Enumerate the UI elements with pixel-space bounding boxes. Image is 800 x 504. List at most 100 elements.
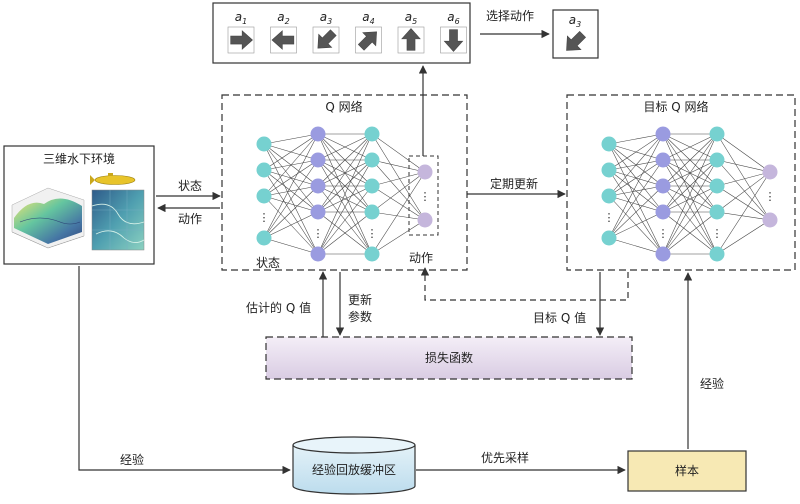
network-edge — [317, 185, 373, 213]
target-q-label: 目标 Q 值 — [533, 310, 586, 325]
network-edge — [608, 133, 664, 197]
action-symbol: a5 — [405, 10, 417, 26]
target-network-graph: ⋮⋮⋮⋮ — [601, 126, 778, 262]
network-edge — [371, 171, 426, 213]
network-edge — [263, 133, 319, 197]
q-network-graph: ⋮⋮⋮⋮ — [256, 126, 433, 262]
terrain-surface-plot — [11, 187, 85, 249]
arrow-left-icon — [271, 30, 295, 50]
network-edge — [608, 159, 664, 239]
network-edge — [371, 171, 426, 187]
network-edge — [263, 185, 319, 239]
network-edge — [716, 171, 771, 255]
action-symbol: a1 — [235, 10, 247, 26]
network-edge — [371, 133, 426, 173]
action-item: a6 — [440, 10, 467, 54]
estimated-q-label: 估计的 Q 值 — [246, 300, 311, 315]
network-edge — [263, 195, 319, 213]
network-edge — [716, 133, 771, 173]
network-edge — [263, 133, 319, 145]
hidden-node — [709, 204, 725, 220]
action-item: a4 — [355, 10, 382, 54]
network-edge — [716, 171, 771, 213]
hidden-node — [364, 204, 380, 220]
network-edge — [317, 211, 373, 255]
network-edge — [716, 159, 771, 221]
network-edge — [317, 159, 373, 213]
network-edge — [371, 219, 426, 255]
q-network-panel: Q 网络 状态 动作 — [221, 94, 468, 271]
ellipsis-dots: ⋮ — [712, 227, 723, 240]
network-edge — [263, 133, 319, 239]
experience-left-label: 经验 — [120, 452, 144, 467]
hidden-node — [310, 152, 326, 168]
action-edge-label: 动作 — [178, 212, 202, 226]
network-edge — [716, 211, 771, 221]
arrow-up-icon — [401, 28, 421, 51]
network-edge — [317, 133, 373, 255]
ellipsis-dots: ⋮ — [420, 190, 431, 203]
selected-action: a3 — [566, 13, 587, 51]
auv-icon — [90, 173, 136, 185]
hidden-node — [655, 126, 671, 142]
network-edge — [716, 171, 771, 187]
ellipsis-dots: ⋮ — [658, 227, 669, 240]
hidden-node — [709, 246, 725, 262]
q-network-state-label: 状态 — [256, 256, 280, 270]
network-edge — [317, 185, 373, 255]
network-edge — [662, 133, 718, 255]
environment-title: 三维水下环境 — [43, 151, 115, 166]
replay-buffer-label: 经验回放缓冲区 — [312, 462, 396, 477]
terrain-map-plot — [91, 189, 145, 251]
action-item: a5 — [397, 10, 425, 54]
hidden-node — [310, 204, 326, 220]
arrow-down-left-icon — [317, 29, 337, 49]
network-edges — [263, 133, 426, 255]
priority-sampling-label: 优先采样 — [481, 450, 529, 465]
network-edge — [317, 133, 373, 187]
network-edge — [371, 185, 426, 221]
network-edge — [263, 159, 319, 197]
network-edge — [317, 159, 373, 255]
experience-to-buffer-arrow — [78, 266, 291, 475]
select-action-label: 选择动作 — [486, 9, 534, 23]
network-edge — [608, 133, 664, 171]
action-panel — [212, 2, 471, 64]
target-feedback-arrow — [420, 267, 629, 301]
arrow-right-icon — [230, 30, 253, 50]
action-symbol: a6 — [447, 10, 459, 26]
ellipsis-dots: ⋮ — [367, 227, 378, 240]
hidden-node — [364, 152, 380, 168]
network-edge — [371, 133, 426, 221]
network-edge — [371, 159, 426, 221]
q-network-action-label: 动作 — [409, 251, 433, 265]
input-node — [601, 162, 617, 178]
output-node — [417, 212, 433, 228]
hidden-node — [310, 246, 326, 262]
ellipsis-dots: ⋮ — [765, 190, 776, 203]
network-edge — [662, 133, 718, 187]
network-edge — [662, 133, 718, 213]
network-edge — [608, 185, 664, 197]
network-edge — [662, 133, 718, 161]
network-edge — [608, 185, 664, 239]
network-edge — [608, 237, 664, 255]
network-edge — [608, 159, 664, 197]
network-edge — [608, 133, 664, 239]
output-node — [762, 164, 778, 180]
input-node — [256, 162, 272, 178]
action-item: a3 — [312, 10, 340, 54]
network-edge — [317, 133, 373, 213]
update-params-label-1: 更新 — [348, 292, 372, 307]
network-edge — [716, 133, 771, 221]
hidden-node — [655, 152, 671, 168]
network-edge — [662, 185, 718, 255]
network-edge — [662, 211, 718, 255]
network-edge — [608, 195, 664, 213]
network-edge — [263, 211, 319, 239]
action-item: a2 — [270, 10, 297, 54]
network-edge — [371, 171, 426, 255]
network-edge — [662, 185, 718, 213]
replay-buffer: 经验回放缓冲区 — [292, 436, 416, 495]
